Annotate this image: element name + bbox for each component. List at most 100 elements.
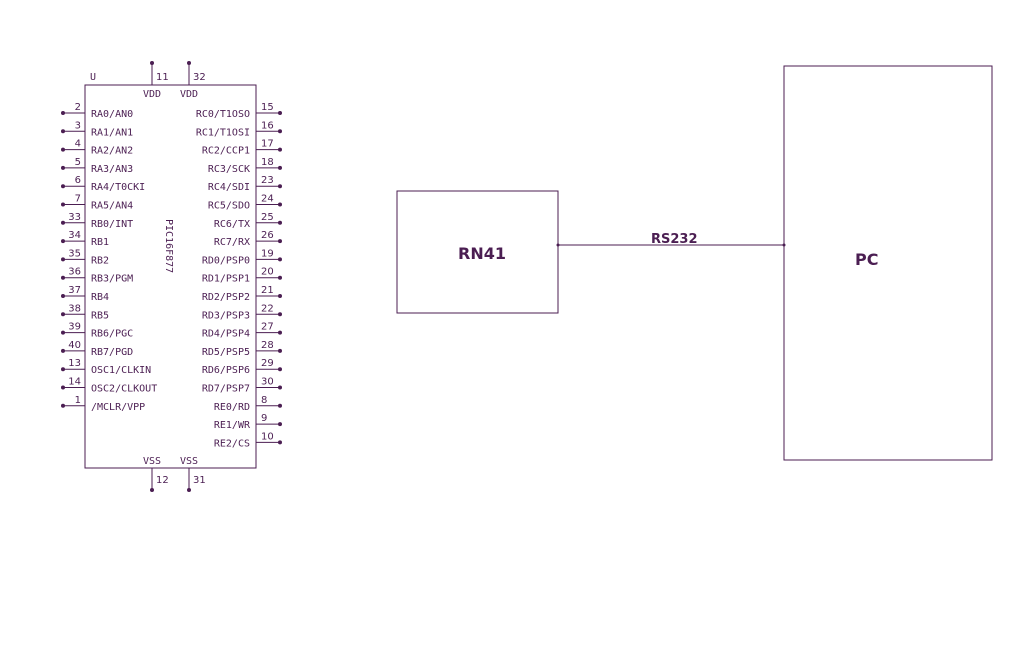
pin-number: 6	[75, 175, 81, 186]
pin-number: 36	[68, 267, 81, 278]
pin-end-dot	[61, 165, 65, 170]
mcu-designator: U	[90, 72, 96, 83]
pin-end-dot	[61, 184, 65, 189]
pin-label: OSC2/CLKOUT	[91, 384, 157, 395]
rs232-wire-end-module	[556, 243, 560, 247]
pin-number: 11	[156, 72, 169, 83]
pin-label: RD2/PSP2	[202, 292, 250, 303]
mcu-part-name: PIC16F877	[163, 219, 174, 273]
pin-end-dot	[61, 257, 65, 262]
rn41-module-box[interactable]	[396, 190, 559, 314]
pin-number: 29	[261, 358, 274, 369]
pin-end-dot	[278, 257, 282, 262]
pin-end-dot	[61, 294, 65, 298]
pc-box[interactable]	[783, 65, 993, 461]
pin-end-dot	[61, 385, 65, 390]
pin-number: 8	[261, 395, 267, 406]
pin-number: 19	[261, 248, 274, 259]
pin-label: RD6/PSP6	[202, 365, 250, 376]
pin-label: RC3/SCK	[208, 164, 250, 175]
pin-end-dot	[61, 312, 65, 317]
pin-number: 17	[261, 139, 274, 150]
pin-number: 18	[261, 157, 274, 168]
pin-end-dot	[61, 403, 65, 408]
pin-number: 3	[75, 120, 81, 131]
pc-label: PC	[855, 250, 878, 269]
pin-label: RC5/SDO	[208, 201, 250, 212]
pin-label: VDD	[180, 89, 198, 100]
pin-number: 25	[261, 212, 274, 223]
pin-end-dot	[150, 61, 154, 65]
pin-number: 40	[68, 340, 81, 351]
pin-end-dot	[278, 184, 282, 189]
mcu-pin-left[interactable]: 1/MCLR/VPP	[61, 395, 145, 413]
pin-number: 28	[261, 340, 274, 351]
pin-number: 16	[261, 120, 274, 131]
rs232-wire-end-pc	[782, 243, 786, 247]
pin-label: RA2/AN2	[91, 146, 133, 157]
pin-end-dot	[61, 202, 65, 207]
pin-end-dot	[61, 367, 65, 372]
pin-number: 15	[261, 102, 274, 113]
pin-label: RB6/PGC	[91, 329, 133, 340]
pin-label: VSS	[143, 456, 161, 467]
pin-label: OSC1/CLKIN	[91, 365, 151, 376]
pin-label: RC2/CCP1	[202, 146, 250, 157]
pin-label: RC0/T1OSO	[196, 109, 250, 120]
pin-number: 1	[75, 395, 81, 406]
pin-end-dot	[278, 165, 282, 170]
pin-end-dot	[61, 239, 65, 244]
pin-number: 14	[68, 377, 81, 388]
mcu-body[interactable]	[84, 84, 257, 469]
pin-number: 23	[261, 175, 274, 186]
pin-end-dot	[278, 348, 282, 353]
pin-end-dot	[61, 275, 65, 280]
mcu-right-pins: 15RC0/T1OSO16RC1/T1OSI17RC2/CCP118RC3/SC…	[196, 102, 282, 449]
pin-number: 13	[68, 358, 81, 369]
pin-label: RD3/PSP3	[202, 310, 250, 321]
pin-label: RD4/PSP4	[202, 329, 250, 340]
pin-label: RB3/PGM	[91, 274, 133, 285]
